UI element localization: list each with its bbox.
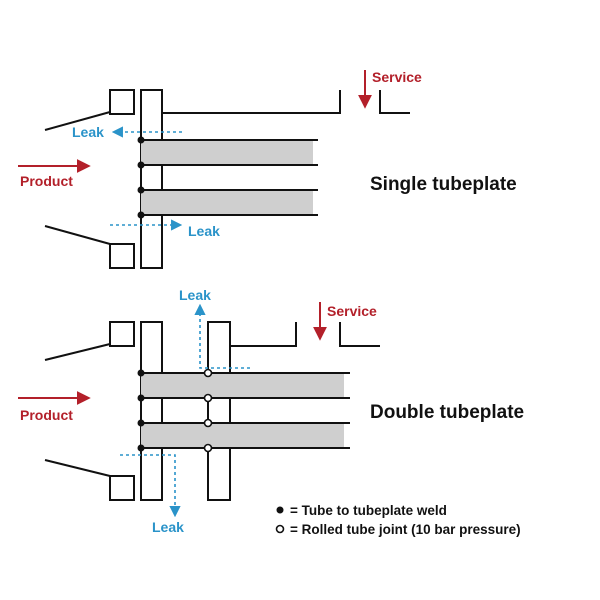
weld-dot bbox=[137, 161, 145, 169]
double-tubeplate-title: Double tubeplate bbox=[370, 402, 524, 423]
single-product-label: Product bbox=[20, 173, 73, 189]
double-tubeplate-diagram: Service Product Leak Leak Double tubepla… bbox=[18, 287, 524, 535]
single-tube bbox=[141, 190, 313, 215]
single-shell-wall-right bbox=[379, 90, 410, 114]
weld-dot bbox=[137, 211, 145, 219]
weld-dot bbox=[137, 186, 145, 194]
rolled-joint-dot bbox=[203, 393, 213, 403]
single-channel-wall-top bbox=[44, 111, 111, 131]
double-leak-bottom-label: Leak bbox=[152, 519, 184, 535]
double-leak-top-arrow bbox=[194, 303, 250, 369]
weld-dot bbox=[137, 369, 145, 377]
single-tubeplate-title: Single tubeplate bbox=[370, 174, 517, 195]
double-inner-tubeplate bbox=[207, 321, 231, 501]
single-shell-wall-left bbox=[162, 90, 341, 114]
double-tube bbox=[141, 423, 344, 448]
weld-dot bbox=[137, 444, 145, 452]
rolled-joint-dot bbox=[203, 418, 213, 428]
double-flange-top bbox=[109, 321, 135, 347]
single-channel-wall-bottom bbox=[44, 225, 111, 245]
double-shell-wall-right bbox=[339, 322, 380, 347]
rolled-joint-dot bbox=[203, 368, 213, 378]
single-tubes bbox=[137, 136, 318, 219]
legend: = Tube to tubeplate weld = Rolled tube j… bbox=[275, 503, 521, 537]
single-flange-top bbox=[109, 89, 135, 115]
weld-dot bbox=[137, 419, 145, 427]
double-tubes bbox=[137, 368, 350, 453]
legend-weld-dot-icon bbox=[276, 506, 284, 514]
double-leak-bottom-arrow bbox=[120, 454, 181, 518]
rolled-joint-dot bbox=[203, 443, 213, 453]
double-leak-top-label: Leak bbox=[179, 287, 211, 303]
double-channel-wall-top bbox=[44, 343, 111, 361]
single-tube bbox=[141, 140, 313, 165]
single-tubeplate-diagram: Service Product Leak Leak Single tubepla… bbox=[18, 69, 517, 269]
single-service-label: Service bbox=[372, 69, 422, 85]
single-flange-bottom bbox=[109, 243, 135, 269]
double-product-label: Product bbox=[20, 407, 73, 423]
double-tube bbox=[141, 373, 344, 398]
double-shell-wall-left bbox=[230, 322, 297, 347]
legend-rolled-text: = Rolled tube joint (10 bar pressure) bbox=[290, 522, 521, 537]
weld-dot bbox=[137, 136, 145, 144]
double-channel-wall-bottom bbox=[44, 459, 111, 477]
legend-rolled-dot-icon bbox=[275, 524, 285, 534]
double-outer-tubeplate bbox=[140, 321, 163, 501]
single-tubeplate bbox=[140, 89, 163, 269]
single-shell bbox=[44, 89, 410, 269]
single-leak-bottom-label: Leak bbox=[188, 223, 220, 239]
legend-weld-text: = Tube to tubeplate weld bbox=[290, 503, 447, 518]
double-shell bbox=[44, 321, 380, 501]
double-service-label: Service bbox=[327, 303, 377, 319]
weld-dot bbox=[137, 394, 145, 402]
double-flange-bottom bbox=[109, 475, 135, 501]
single-leak-top-label: Leak bbox=[72, 124, 104, 140]
